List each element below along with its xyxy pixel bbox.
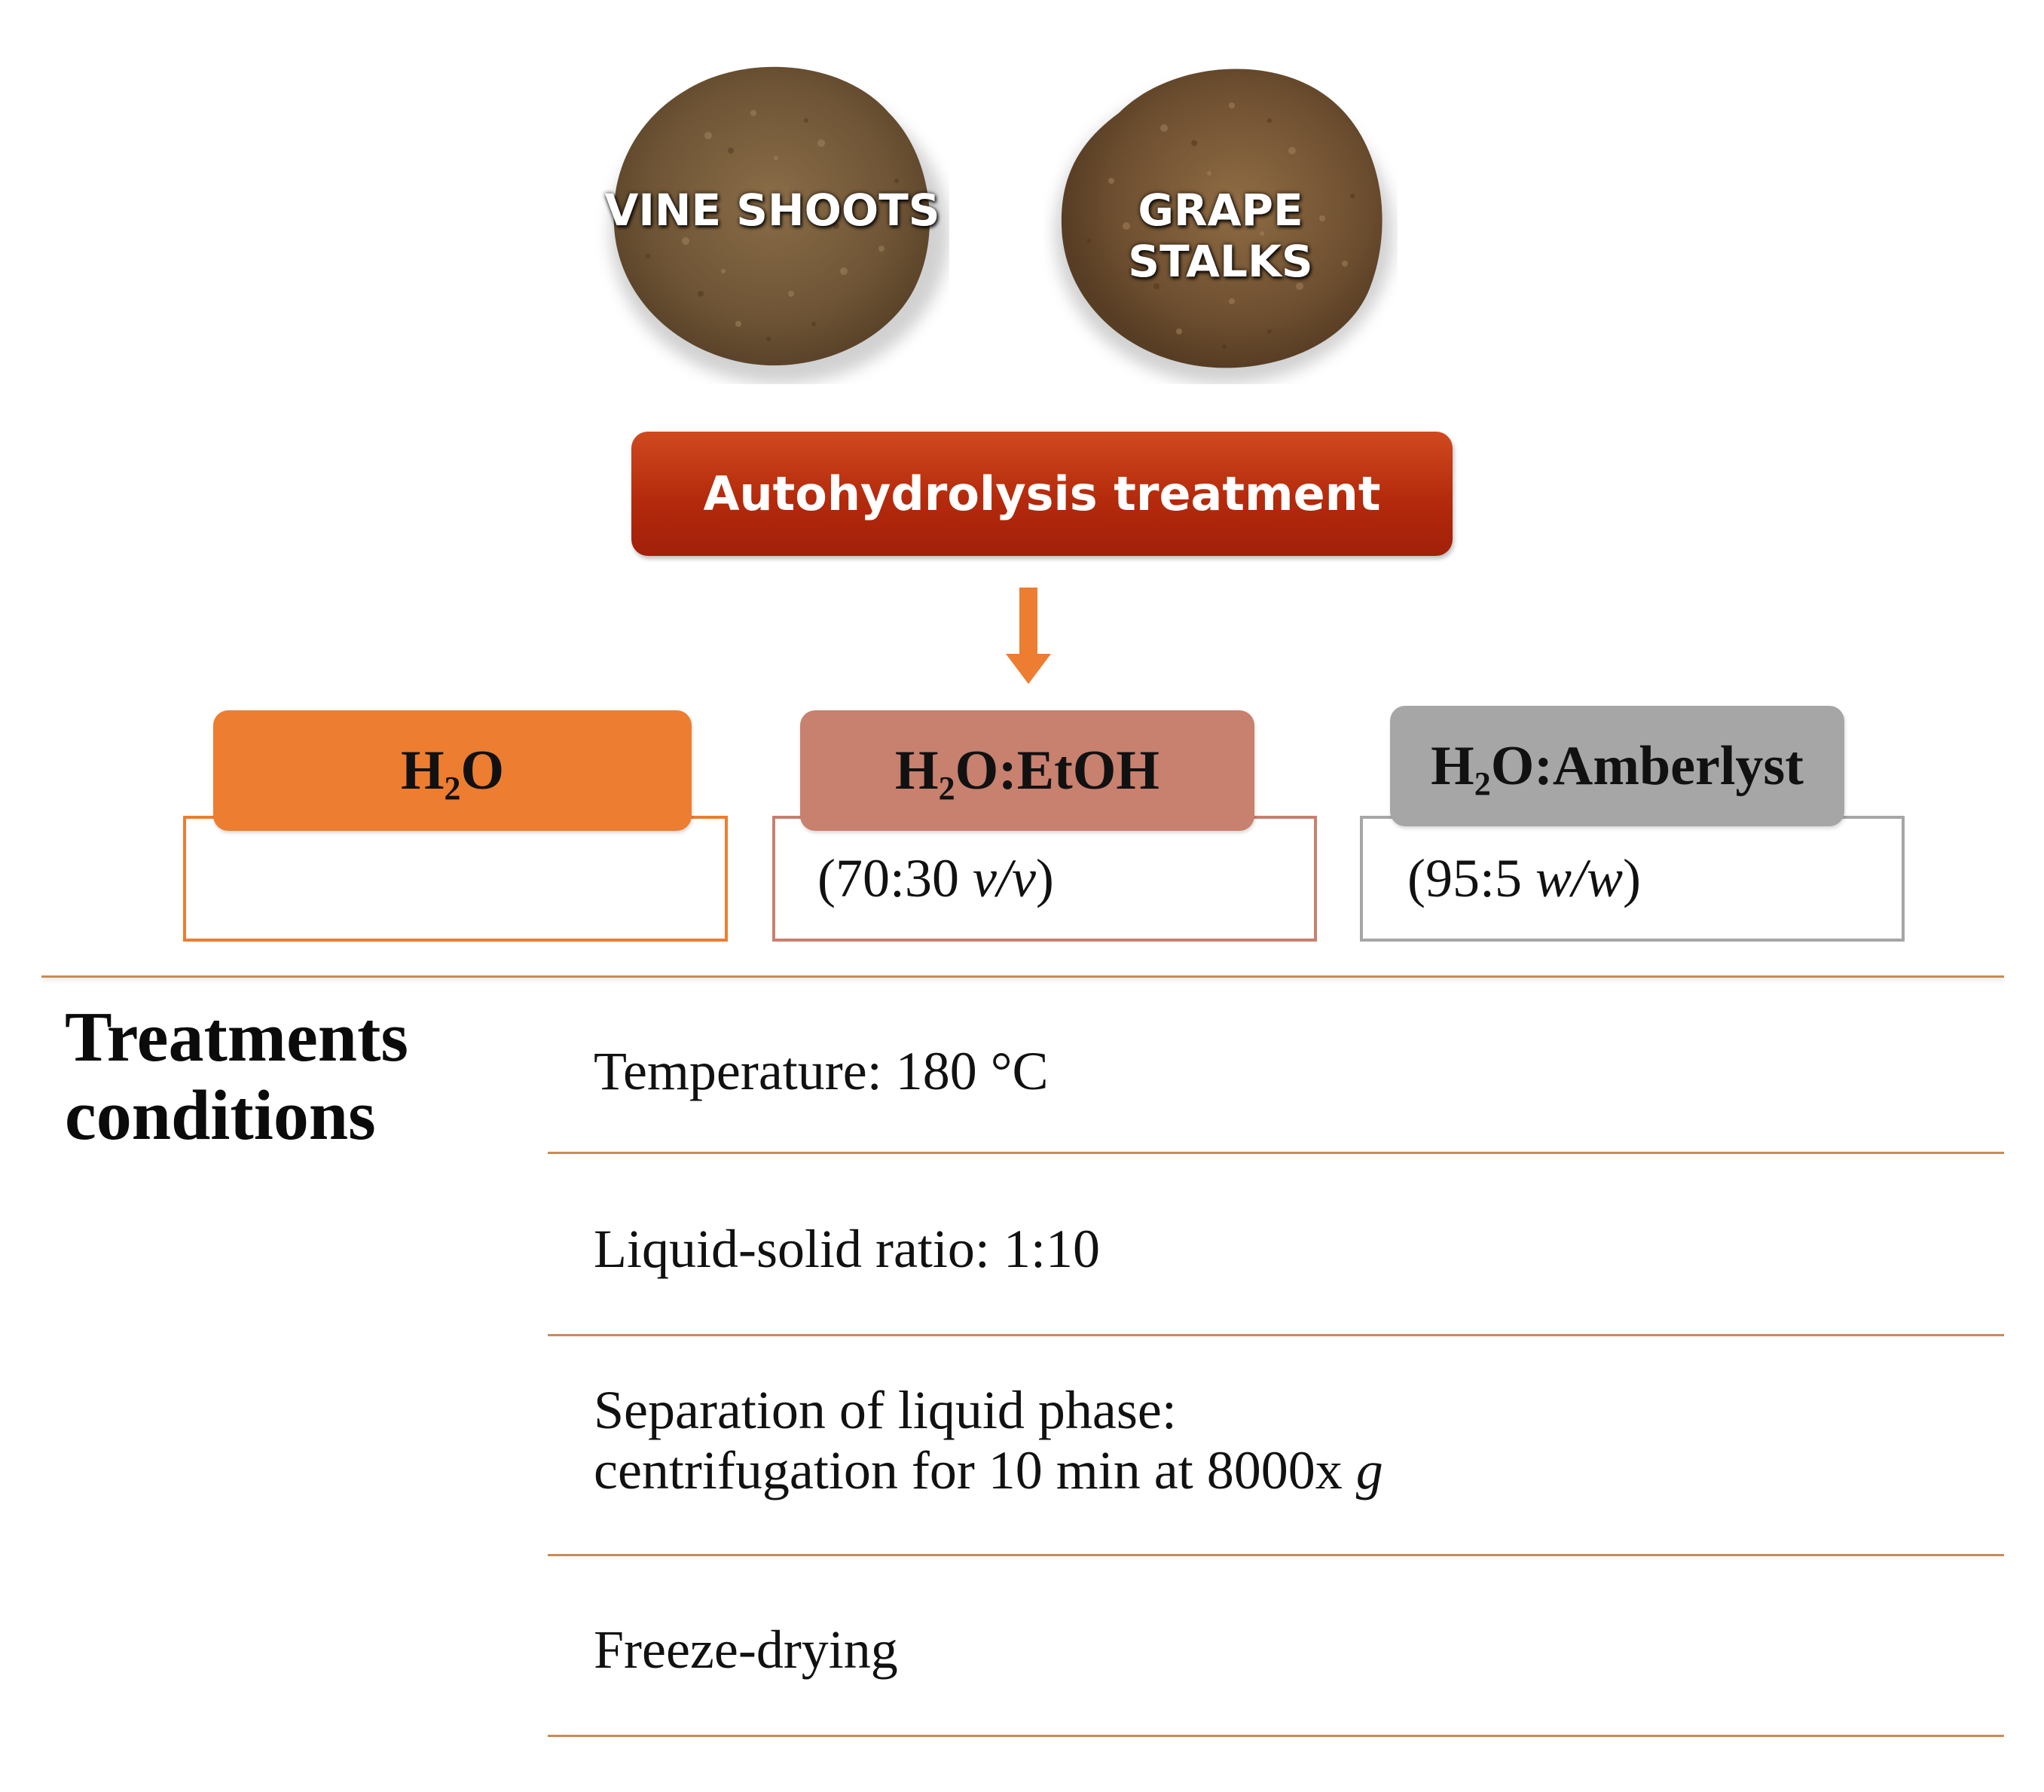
water-amberlyst-treatment-header: H2O:Amberlyst [1390, 706, 1844, 826]
vine-shoots-label: VINE SHOOTS [604, 185, 940, 236]
water-amberlyst-treatment-frame [1360, 816, 1905, 942]
grape-stalks-label: GRAPE STALKS [1128, 185, 1313, 287]
vine-shoots-powder: VINE SHOOTS [595, 45, 949, 384]
autohydrolysis-treatment-label: Autohydrolysis treatment [703, 466, 1381, 521]
condition-temperature: Temperature: 180 °C [594, 1041, 1049, 1101]
water-ethanol-formula: H2O:EtOH [895, 739, 1159, 807]
condition-separator [548, 1334, 2004, 1336]
condition-separator [548, 1735, 2004, 1737]
water-formula: H2O [400, 739, 505, 807]
grape-stalks-powder: GRAPE STALKS [1043, 45, 1398, 384]
condition-liquid-solid-ratio: Liquid-solid ratio: 1:10 [594, 1219, 1100, 1279]
down-arrow-icon [1006, 588, 1051, 684]
condition-separation: Separation of liquid phase: centrifugati… [594, 1380, 1383, 1500]
condition-separator [548, 1554, 2004, 1556]
water-ethanol-treatment-frame [772, 816, 1317, 942]
water-treatment-header: H2O [213, 710, 692, 831]
autohydrolysis-treatment-box: Autohydrolysis treatment [631, 432, 1453, 556]
grape-stalks-powder-image [1055, 69, 1394, 384]
condition-freeze-drying: Freeze-drying [594, 1620, 898, 1680]
vine-shoots-powder-image [610, 66, 949, 384]
conditions-title-line2: conditions [65, 1076, 376, 1155]
section-divider [41, 975, 2004, 978]
conditions-title-line1: Treatments [65, 998, 408, 1076]
condition-separator [548, 1152, 2004, 1154]
water-treatment-frame [183, 816, 728, 942]
conditions-title: Treatments conditions [65, 998, 408, 1155]
water-ethanol-ratio: (70:30 v/v) [817, 848, 1054, 908]
condition-separation-line2: centrifugation for 10 min at 8000x g [594, 1440, 1383, 1500]
water-amberlyst-ratio: (95:5 w/w) [1407, 848, 1642, 908]
water-ethanol-treatment-header: H2O:EtOH [800, 710, 1254, 831]
condition-separation-line1: Separation of liquid phase: [594, 1380, 1177, 1440]
water-amberlyst-formula: H2O:Amberlyst [1431, 734, 1804, 802]
